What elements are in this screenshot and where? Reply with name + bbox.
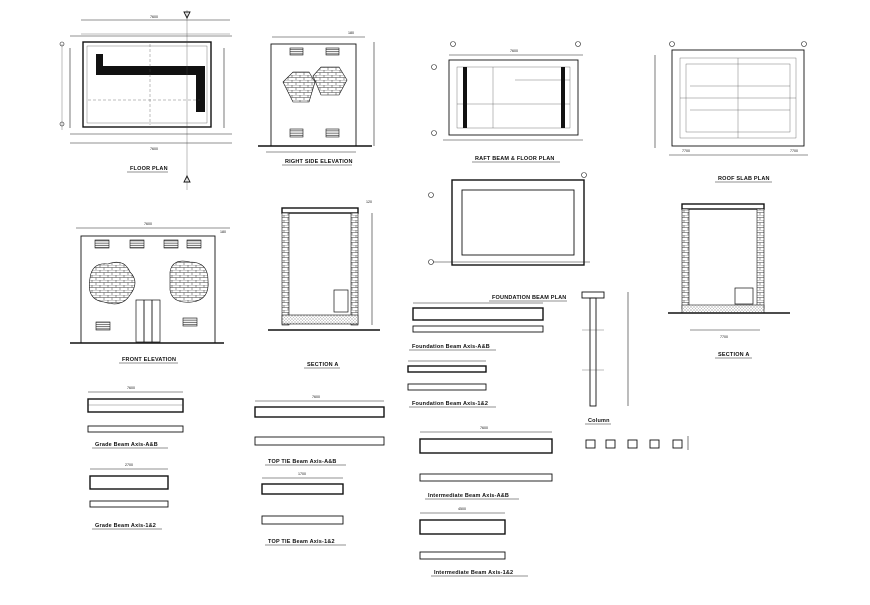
title-foundation-beam-1-2: Foundation Beam Axis-1&2: [412, 401, 488, 407]
dim-floor-plan-bottom: 7600: [150, 147, 158, 151]
grade-beam-a-b: 7600 Grade Beam Axis-A&B: [87, 386, 184, 449]
dim-grade-beam-12-top: 2700: [125, 463, 133, 467]
foundation-beam-plan: FOUNDATION BEAM PLAN: [428, 172, 590, 302]
roof-slab-plan: 7700 7700 ROOF SLAB PLAN: [654, 41, 808, 183]
title-front-elevation: FRONT ELEVATION: [122, 357, 176, 363]
column-small-sections: [585, 436, 689, 450]
title-section-a-left: SECTION A: [307, 362, 339, 368]
dim-roof-right: 7700: [790, 149, 798, 153]
intermediate-beam-a-b: 7600 Intermediate Beam Axis-A&B: [419, 426, 553, 500]
title-top-tie-beam-a-b: TOP TIE Beam Axis-A&B: [268, 459, 337, 465]
front-elevation: 7600 180 FRONT ELEVATION: [70, 222, 230, 364]
foundation-beam-details: Foundation Beam Axis-A&B Foundation Beam…: [407, 302, 544, 408]
title-intermediate-beam-a-b: Intermediate Beam Axis-A&B: [428, 493, 509, 499]
dim-roof-left: 7700: [682, 149, 690, 153]
title-section-a-right: SECTION A: [718, 352, 750, 358]
dim-intermediate-top: 7600: [480, 426, 488, 430]
title-right-side-elevation: RIGHT SIDE ELEVATION: [285, 159, 353, 165]
dim-raft-top-value: 7600: [510, 49, 518, 53]
dim-front-elevation-right: 180: [220, 230, 226, 234]
title-intermediate-beam-1-2: Intermediate Beam Axis-1&2: [434, 570, 513, 576]
raft-beam-floor-plan: 7600 RAFT BEAM & FLOOR PLAN: [431, 41, 583, 163]
title-grade-beam-a-b: Grade Beam Axis-A&B: [95, 442, 158, 448]
section-a-right: 7700 SECTION A: [668, 203, 790, 359]
dim-section-a-right-bottom: 7700: [720, 335, 728, 339]
intermediate-beam-1-2: 4500 Intermediate Beam Axis-1&2: [419, 507, 528, 577]
column-detail: Column: [581, 291, 689, 450]
title-raft-beam-floor-plan: RAFT BEAM & FLOOR PLAN: [475, 156, 555, 162]
title-grade-beam-1-2: Grade Beam Axis-1&2: [95, 523, 156, 529]
right-side-elevation: 180 RIGHT SIDE ELEVATION: [258, 31, 375, 166]
dim-floor-plan-top: 7600: [150, 15, 158, 19]
title-foundation-beam-a-b: Foundation Beam Axis-A&B: [412, 344, 490, 350]
title-top-tie-beam-1-2: TOP TIE Beam Axis-1&2: [268, 539, 335, 545]
title-foundation-beam-plan: FOUNDATION BEAM PLAN: [492, 295, 566, 301]
top-tie-beam-1-2: 1700 TOP TIE Beam Axis-1&2: [261, 472, 346, 546]
dim-front-elevation-top: 7600: [144, 222, 152, 226]
section-a-left: 120 SECTION A: [268, 200, 380, 369]
title-floor-plan: FLOOR PLAN: [130, 166, 168, 172]
title-column: Column: [588, 418, 610, 424]
dim-rse-top: 180: [348, 31, 354, 35]
dim-top-tie-top: 7600: [312, 395, 320, 399]
dim-intermediate-12-top: 4500: [458, 507, 466, 511]
dim-section-top: 120: [366, 200, 372, 204]
dim-grade-beam-top: 7600: [127, 386, 135, 390]
top-tie-beam-a-b: 7600 TOP TIE Beam Axis-A&B: [254, 395, 385, 466]
floor-plan: 7600 7600 FLOOR PLAN: [59, 10, 232, 190]
grade-beam-1-2: 2700 Grade Beam Axis-1&2: [89, 463, 169, 530]
title-roof-slab-plan: ROOF SLAB PLAN: [718, 176, 770, 182]
dim-top-tie-12-top: 1700: [298, 472, 306, 476]
